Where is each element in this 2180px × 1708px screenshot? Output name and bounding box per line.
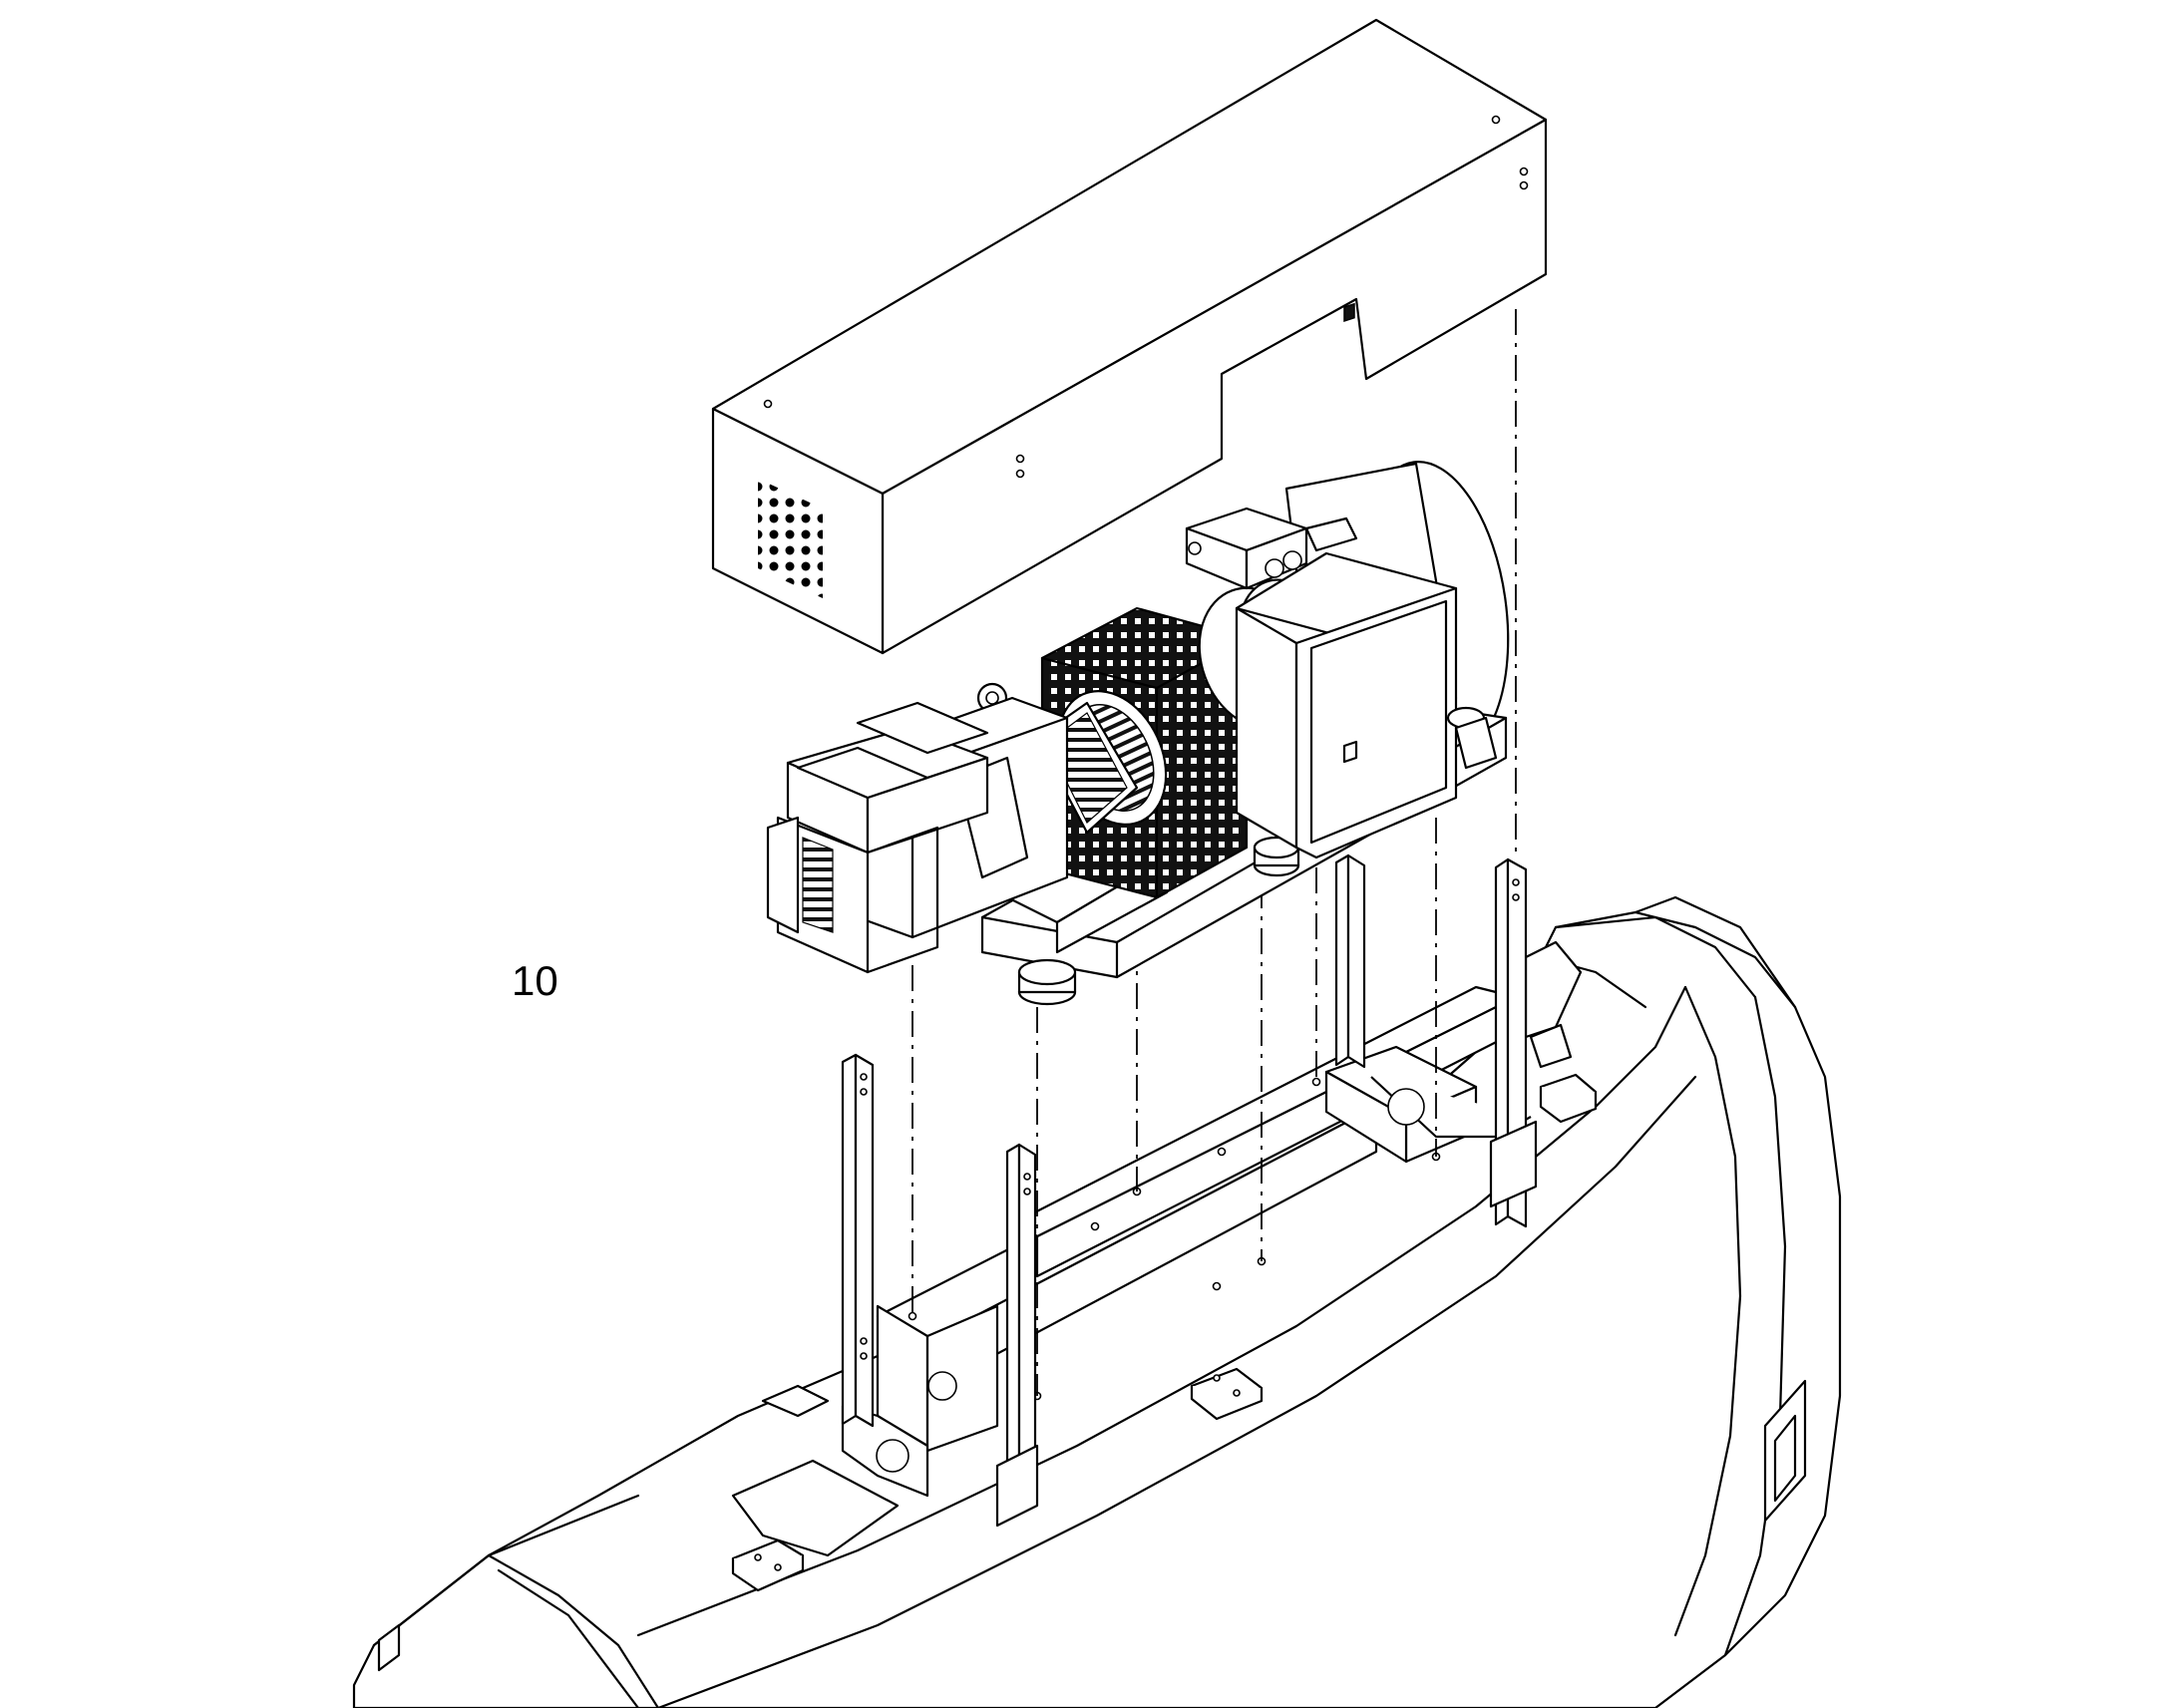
top-cover-housing: [711, 18, 1548, 655]
upright-posts: [841, 854, 1538, 1528]
base-frame: [841, 985, 1532, 1498]
machine-body: [352, 895, 1842, 1708]
generator-unit: [766, 302, 1510, 1006]
callout-label: 10: [512, 957, 558, 1004]
assembly-guide-lines: [911, 309, 1517, 1396]
